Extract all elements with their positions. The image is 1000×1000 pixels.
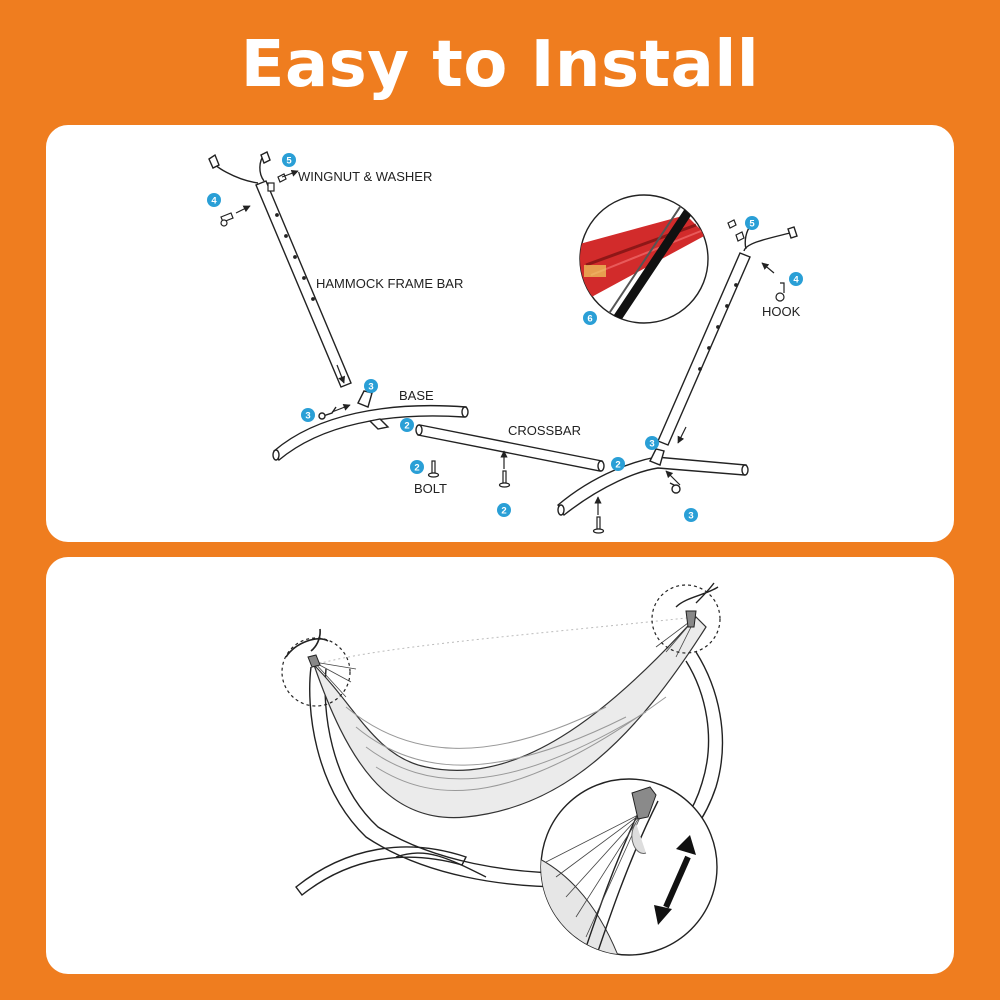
left-hook-detail-circle [281, 637, 351, 707]
frame-bar-label: HAMMOCK FRAME BAR [316, 276, 463, 291]
svg-text:4: 4 [211, 196, 217, 207]
adjust-double-arrow-icon [654, 835, 696, 925]
step-badge: 3 [364, 379, 378, 393]
svg-text:3: 3 [368, 382, 373, 393]
assembled-hammock-panel [46, 557, 954, 974]
stand-base [295, 846, 487, 896]
hook-right-icon [775, 282, 785, 302]
wingnut-washer-label: WINGNUT & WASHER [298, 169, 432, 184]
step-badge: 2 [611, 457, 625, 471]
svg-text:5: 5 [286, 156, 292, 167]
strap-adjust-detail-zoom [540, 778, 718, 956]
svg-text:4: 4 [793, 275, 799, 286]
crossbar [415, 424, 605, 472]
assembled-hammock-illustration [281, 582, 724, 956]
step-badge: 2 [400, 418, 414, 432]
strap-detail-zoom [579, 194, 709, 324]
bolt-label: BOLT [414, 481, 447, 496]
svg-text:5: 5 [749, 219, 755, 230]
step-badge: 5 [745, 216, 759, 230]
svg-text:2: 2 [501, 506, 506, 517]
step-badge: 6 [583, 311, 597, 325]
step-badge: 4 [789, 272, 803, 286]
svg-text:2: 2 [615, 460, 620, 471]
svg-text:3: 3 [305, 411, 310, 422]
crossbar-label: CROSSBAR [508, 423, 581, 438]
right-hook-detail-circle [651, 584, 721, 654]
step-badge: 3 [645, 436, 659, 450]
base-label: BASE [399, 388, 434, 403]
step-badge: 3 [301, 408, 315, 422]
left-base [272, 390, 469, 462]
step-badge: 2 [410, 460, 424, 474]
step-badge: 2 [497, 503, 511, 517]
svg-text:3: 3 [649, 439, 654, 450]
hammock-fabric [313, 616, 707, 819]
hook-label: HOOK [762, 304, 801, 319]
right-base [557, 448, 749, 517]
svg-text:2: 2 [414, 463, 419, 474]
step-badge: 5 [282, 153, 296, 167]
assembly-diagram-panel: WINGNUT & WASHER HAMMOCK FRAME BAR BASE … [46, 125, 954, 542]
hook-left-icon [220, 205, 251, 227]
wingnut-washer-left-icon [267, 169, 299, 192]
step-badge: 3 [684, 508, 698, 522]
hook-clip-icon [307, 610, 697, 668]
svg-text:2: 2 [404, 421, 409, 432]
left-frame-bar [208, 151, 352, 388]
bolt-icon [427, 460, 605, 534]
assembly-diagram: WINGNUT & WASHER HAMMOCK FRAME BAR BASE … [207, 151, 803, 534]
svg-text:3: 3 [688, 511, 693, 522]
page-title: Easy to Install [240, 28, 760, 102]
svg-text:6: 6 [587, 314, 592, 325]
wingnut-washer-right-icon [727, 219, 745, 242]
step-badge: 4 [207, 193, 221, 207]
